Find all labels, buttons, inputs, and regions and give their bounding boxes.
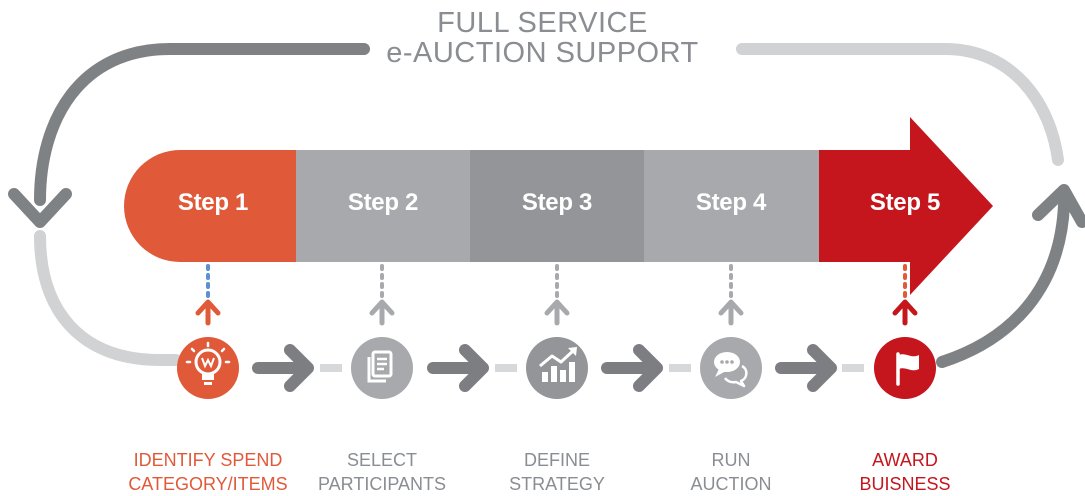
step-5-caption: AWARD BUISNESS bbox=[805, 448, 1005, 496]
lightbulb-icon bbox=[177, 337, 239, 399]
up-arrow-5-icon bbox=[892, 299, 918, 326]
step-3-label: Step 3 bbox=[521, 189, 593, 216]
loop-arc-left bbox=[34, 43, 370, 206]
step-2-caption-line-1: SELECT bbox=[346, 450, 418, 470]
chat-bubbles-icon bbox=[700, 337, 762, 399]
step-3-caption-line-1: DEFINE bbox=[523, 450, 590, 470]
step-1-label: Step 1 bbox=[177, 189, 249, 216]
up-arrow-1-icon bbox=[195, 299, 221, 326]
step-1-caption-line-1: IDENTIFY SPEND bbox=[133, 450, 283, 470]
loop-arc-bottom-right bbox=[936, 199, 1070, 368]
loop-arc-bottom-left bbox=[34, 230, 182, 366]
dash-separators bbox=[320, 364, 864, 372]
up-arrow-2-icon bbox=[369, 299, 395, 326]
step-4-caption-line-2: AUCTION bbox=[690, 474, 772, 494]
loop-arrowhead-up-icon bbox=[1032, 184, 1085, 228]
flag-icon bbox=[874, 337, 936, 399]
step-3-caption: DEFINE STRATEGY bbox=[457, 448, 657, 496]
step-5-label: Step 5 bbox=[869, 189, 941, 216]
step-1-caption: IDENTIFY SPEND CATEGORY/ITEMS bbox=[108, 448, 308, 496]
up-arrow-3-icon bbox=[544, 299, 570, 326]
step-1-segment bbox=[124, 150, 296, 262]
step-5-caption-line-1: AWARD bbox=[872, 450, 938, 470]
flow-arrow-4-icon bbox=[775, 344, 837, 392]
title-line-1: FULL SERVICE bbox=[437, 7, 648, 39]
step-3-caption-line-2: STRATEGY bbox=[509, 474, 605, 494]
step-4-caption: RUN AUCTION bbox=[631, 448, 831, 496]
flow-arrow-1-icon bbox=[252, 344, 314, 392]
step-2-segment bbox=[296, 150, 470, 262]
flow-arrow-3-icon bbox=[601, 344, 663, 392]
title-line-2: e-AUCTION SUPPORT bbox=[386, 37, 699, 69]
step-4-segment bbox=[644, 150, 819, 262]
step-2-caption-line-2: PARTICIPANTS bbox=[317, 474, 447, 494]
document-list-icon bbox=[351, 337, 413, 399]
step-3-segment bbox=[470, 150, 644, 262]
step-5-arrow-segment bbox=[819, 117, 993, 295]
step-2-label: Step 2 bbox=[347, 189, 419, 216]
growth-chart-icon bbox=[526, 337, 588, 399]
step-1-caption-line-2: CATEGORY/ITEMS bbox=[128, 474, 288, 494]
loop-arrowhead-down-icon bbox=[8, 188, 72, 228]
up-arrow-4-icon bbox=[718, 299, 744, 326]
flow-arrow-2-icon bbox=[427, 344, 489, 392]
loop-arc-right bbox=[736, 43, 1064, 166]
step-5-caption-line-2: BUISNESS bbox=[859, 474, 951, 494]
step-4-label: Step 4 bbox=[695, 189, 767, 216]
step-4-caption-line-1: RUN bbox=[711, 450, 751, 470]
step-2-caption: SELECT PARTICIPANTS bbox=[282, 448, 482, 496]
